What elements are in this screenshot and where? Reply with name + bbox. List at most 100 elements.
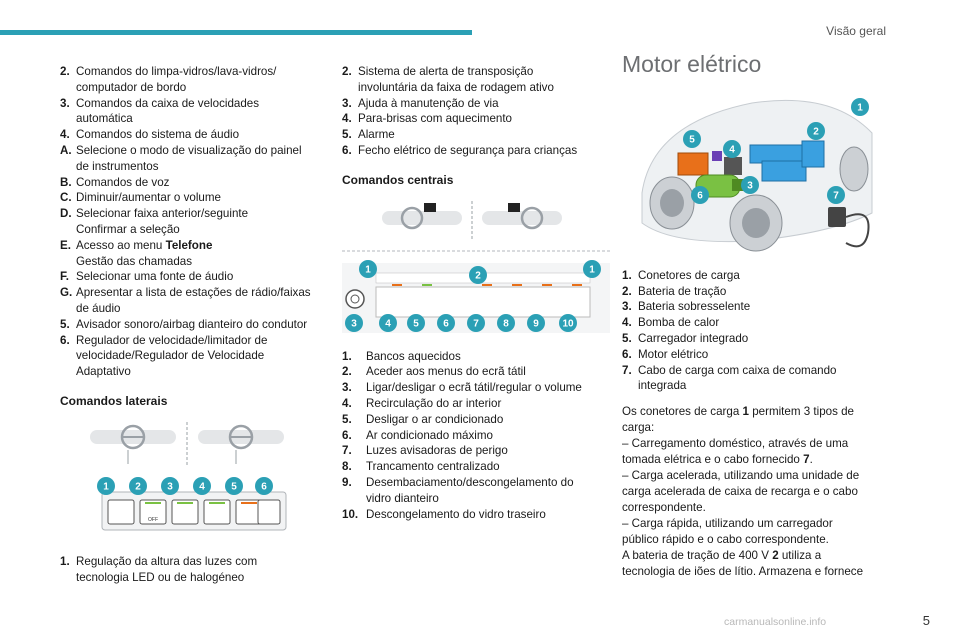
paragraph-text: tecnologia de iões de lítio. Armazena e … bbox=[622, 565, 864, 579]
list-item-main-text: Selecionar faixa anterior/seguinte bbox=[76, 207, 249, 221]
callout-label: 1 bbox=[365, 264, 371, 275]
list-item-continuation: integrada bbox=[638, 379, 687, 393]
list-item-number: 1. bbox=[622, 268, 632, 282]
list-item: 2.Aceder aos menus do ecrã tátil bbox=[342, 364, 610, 380]
list-item-main-text: Descongelamento do vidro traseiro bbox=[366, 507, 546, 521]
section-title: Visão geral bbox=[826, 24, 886, 38]
list-item-text: Bateria sobresselente bbox=[638, 299, 890, 315]
list-item: 4. Comandos do sistema de áudio bbox=[60, 127, 328, 143]
list-item-main-text: Bomba de calor bbox=[638, 316, 720, 330]
list-item-text: Alarme bbox=[358, 127, 610, 143]
list-item-number: 4. bbox=[60, 128, 70, 142]
central-controls-heading: Comandos centrais bbox=[342, 172, 454, 187]
list-item-number: 4. bbox=[342, 112, 352, 126]
callout-label: 2 bbox=[475, 270, 481, 281]
callout-marker bbox=[723, 139, 741, 158]
list-item-continuation: Gestão das chamadas bbox=[76, 254, 193, 268]
callout-label: 4 bbox=[729, 144, 735, 155]
callout-label: 7 bbox=[833, 190, 839, 201]
paragraph-text: correspondente. bbox=[622, 501, 706, 515]
paragraph-line: tecnologia de iões de lítio. Armazena e … bbox=[622, 564, 890, 580]
list-item-continuation: automática bbox=[76, 112, 133, 126]
list-item-main-text: Selecionar uma fonte de áudio bbox=[76, 270, 234, 284]
list-item-main-text: Luzes avisadoras de perigo bbox=[366, 444, 508, 458]
list-item-text: Ligar/desligar o ecrã tátil/regular o vo… bbox=[366, 380, 610, 396]
list-item-main-text: Comandos do sistema de áudio bbox=[76, 128, 240, 142]
lateral-controls-heading: Comandos laterais bbox=[60, 393, 168, 408]
list-item-number: 5. bbox=[60, 317, 70, 331]
list-item-text: Comandos do sistema de áudio bbox=[76, 127, 328, 143]
callout-label: 9 bbox=[533, 318, 539, 329]
list-item-continuation: Confirmar a seleção bbox=[76, 222, 180, 236]
list-item: 2.Comandos do limpa-vidros/lava-vidros/c… bbox=[60, 64, 328, 96]
list-item: 4.Recirculação do ar interior bbox=[342, 396, 610, 412]
list-item: B.Comandos de voz bbox=[60, 175, 328, 191]
callout-marker bbox=[683, 129, 701, 148]
list-item-text: Trancamento centralizado bbox=[366, 459, 610, 475]
list-item-text: Diminuir/aumentar o volume bbox=[76, 190, 328, 206]
list-item-number: 9. bbox=[342, 475, 352, 489]
callout-label: 1 bbox=[857, 102, 863, 113]
list-item-text: Comandos do limpa-vidros/lava-vidros/com… bbox=[76, 64, 328, 96]
paragraph-line: – Carga rápida, utilizando um carregador bbox=[622, 516, 890, 532]
list-item-main-text: Comandos de voz bbox=[76, 175, 170, 189]
callout-label: 3 bbox=[351, 318, 357, 329]
list-item: 4. Para-brisas com aquecimento bbox=[342, 111, 610, 127]
list-item-main-text: Comandos do limpa-vidros/lava-vidros/ bbox=[76, 65, 277, 78]
callout-marker bbox=[497, 313, 515, 332]
paragraph-text: tomada elétrica e o cabo fornecido bbox=[622, 453, 804, 467]
callout-marker bbox=[827, 185, 845, 204]
callout-marker bbox=[437, 313, 455, 332]
list-item-text: Para-brisas com aquecimento bbox=[358, 111, 610, 127]
list-item: 3.Bateria sobresselente bbox=[622, 299, 890, 315]
list-item-continuation: de instrumentos bbox=[76, 159, 159, 173]
list-item: 1. Conetores de carga bbox=[622, 268, 890, 284]
list-item-main-text: Conetores de carga bbox=[638, 268, 740, 282]
list-item-number: 2. bbox=[342, 65, 352, 78]
list-item-main-text: Regulador de velocidade/limitador de bbox=[76, 333, 268, 347]
list-item-main-text: Bancos aquecidos bbox=[366, 349, 461, 363]
list-item-main-text: Trancamento centralizado bbox=[366, 460, 500, 474]
callout-marker bbox=[345, 313, 363, 332]
callout-label: 8 bbox=[503, 318, 509, 329]
callout-label: 6 bbox=[443, 318, 449, 329]
paragraph-line: carga: bbox=[622, 420, 890, 436]
callout-label: 4 bbox=[385, 318, 391, 329]
list-item-number: G. bbox=[60, 286, 73, 300]
list-item-text: Ajuda à manutenção de via bbox=[358, 96, 610, 112]
list-item: 4.Bomba de calor bbox=[622, 315, 890, 331]
dashboard-overview-icon bbox=[382, 200, 562, 239]
list-item: 6.Motor elétrico bbox=[622, 347, 890, 363]
list-item-text: Avisador sonoro/airbag dianteiro do cond… bbox=[76, 317, 328, 333]
paragraph-bold-ref: 7 bbox=[803, 453, 810, 467]
list-item-number: 5. bbox=[342, 412, 352, 426]
list-item-main-text: Alarme bbox=[358, 128, 395, 142]
callout-label: 10 bbox=[562, 318, 574, 329]
callout-label: 2 bbox=[813, 126, 819, 137]
header-accent-bar bbox=[0, 30, 472, 35]
list-item-text: Fecho elétrico de segurança para criança… bbox=[358, 143, 610, 159]
list-item-text: Apresentar a lista de estações de rádio/… bbox=[76, 285, 328, 317]
list-item-text: Descongelamento do vidro traseiro bbox=[366, 507, 610, 523]
callout-label: 5 bbox=[231, 481, 237, 492]
list-item: G.Apresentar a lista de estações de rádi… bbox=[60, 285, 328, 317]
callout-marker bbox=[583, 259, 601, 278]
paragraph-text: – Carregamento doméstico, através de uma bbox=[622, 437, 849, 451]
callout-marker bbox=[559, 313, 577, 332]
list-item-main-text: Desembaciamento/descongelamento do bbox=[366, 475, 574, 489]
section-heading-electric-motor: Motor elétrico bbox=[622, 51, 762, 77]
list-item-number: 3. bbox=[342, 381, 352, 395]
list-item-main-text: Recirculação do ar interior bbox=[366, 396, 502, 410]
dashboard-overview-icon bbox=[90, 421, 284, 466]
column-left: 2.Comandos do limpa-vidros/lava-vidros/c… bbox=[60, 64, 328, 585]
